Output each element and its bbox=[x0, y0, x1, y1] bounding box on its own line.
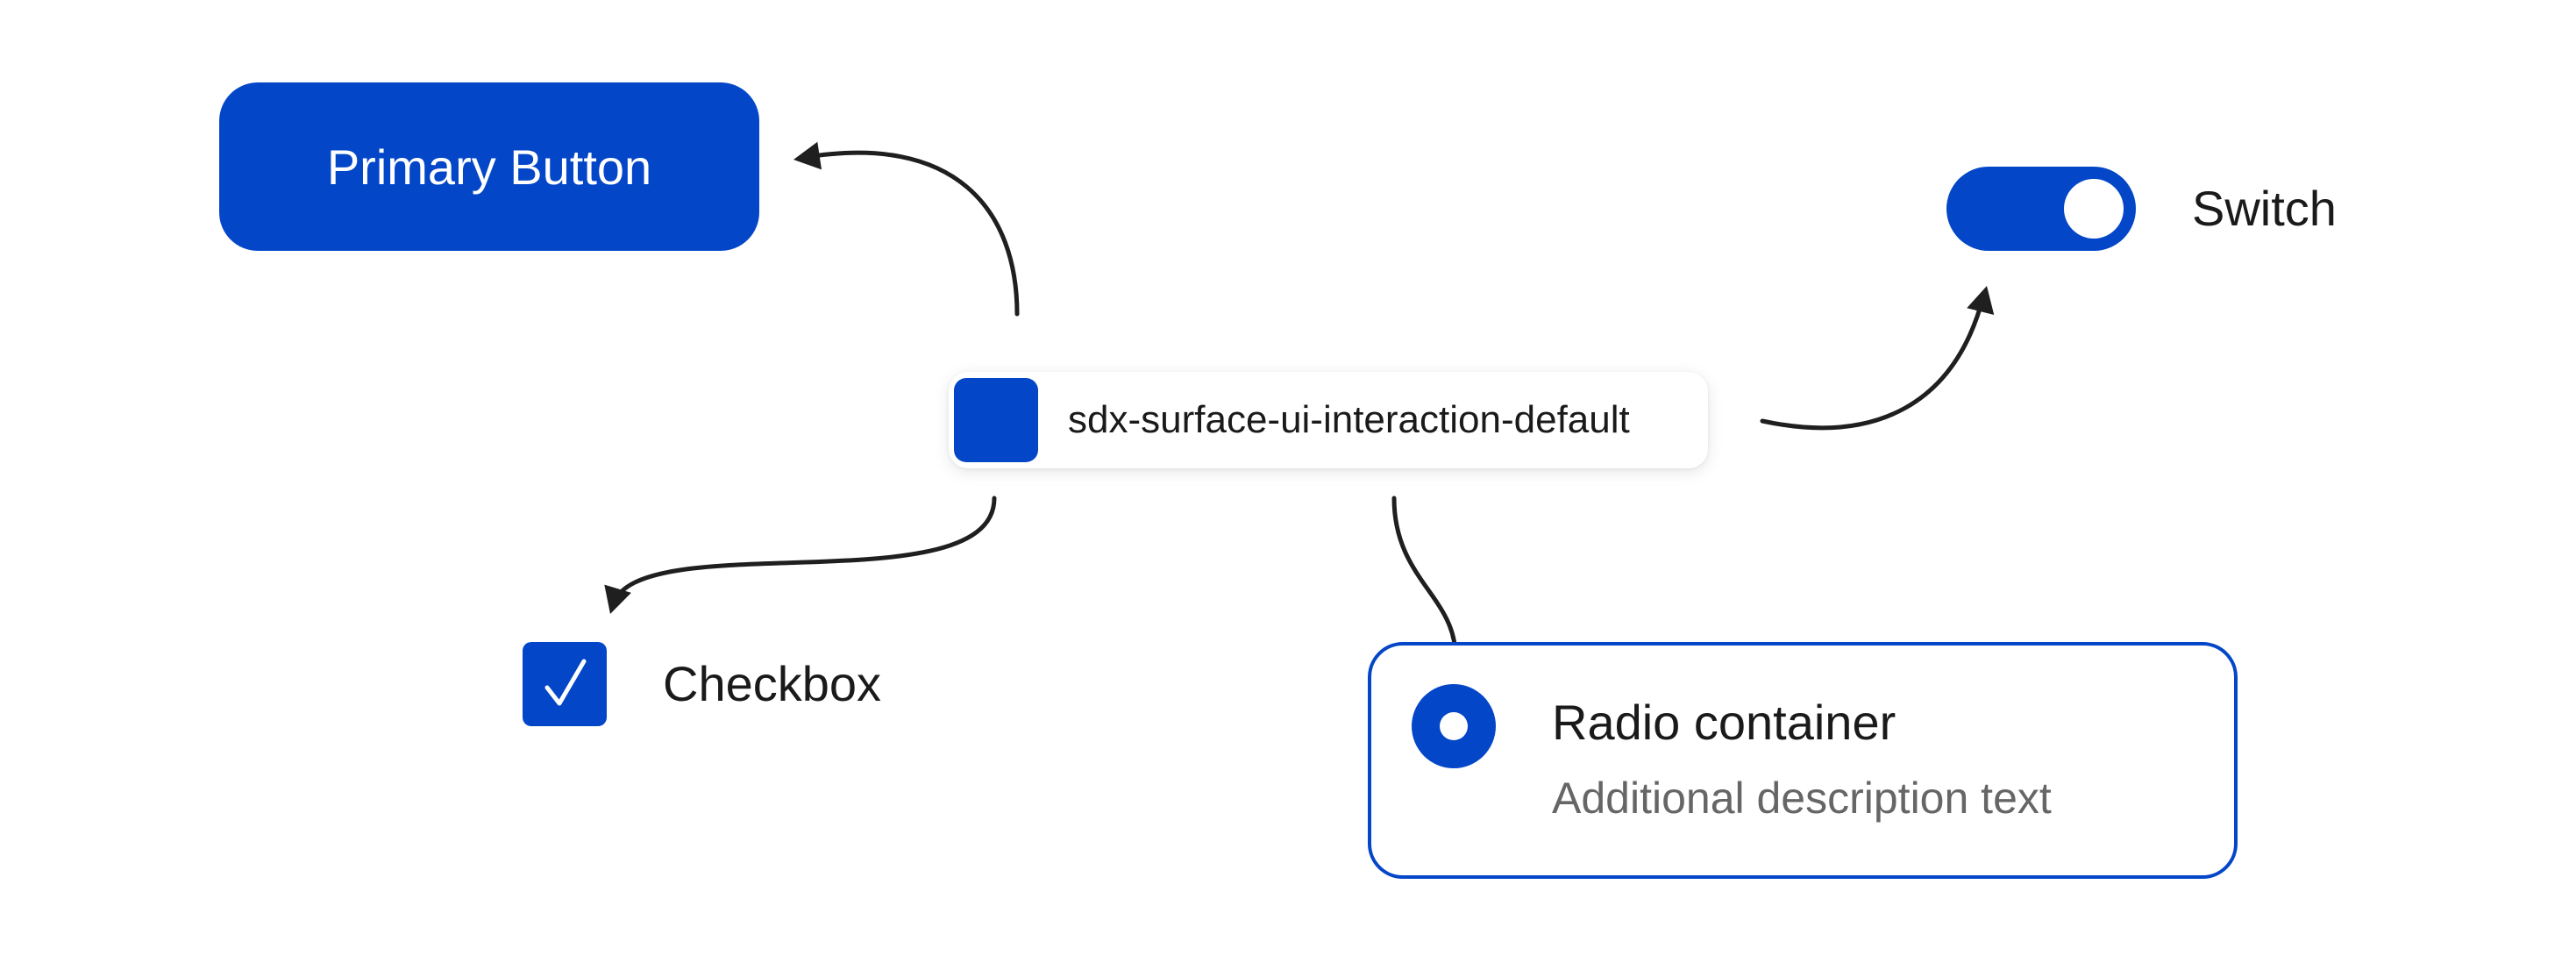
switch-knob bbox=[2064, 179, 2124, 239]
arrow-to-primary-button bbox=[800, 150, 1020, 317]
arrow-to-checkbox-head bbox=[604, 584, 631, 614]
token-name: sdx-surface-ui-interaction-default bbox=[1068, 398, 1630, 441]
arrow-to-switch-head bbox=[1967, 286, 1995, 315]
primary-button[interactable]: Primary Button bbox=[219, 82, 759, 251]
switch-label: Switch bbox=[2192, 181, 2337, 236]
radio-container[interactable]: Radio container Additional description t… bbox=[1368, 642, 2238, 879]
arrow-to-switch bbox=[1760, 294, 1986, 431]
radio-dot bbox=[1440, 712, 1468, 740]
radio-title: Radio container bbox=[1552, 695, 1896, 750]
arrow-to-primary-button-head bbox=[793, 141, 822, 170]
arrow-to-radio bbox=[1391, 496, 1458, 659]
checkbox[interactable] bbox=[523, 642, 607, 726]
token-chip: sdx-surface-ui-interaction-default bbox=[949, 372, 1708, 468]
switch-toggle[interactable] bbox=[1946, 167, 2136, 251]
arrow-to-checkbox bbox=[611, 496, 997, 606]
checkbox-label: Checkbox bbox=[663, 656, 882, 711]
radio-description: Additional description text bbox=[1552, 774, 2052, 823]
checkmark-icon bbox=[544, 659, 587, 706]
radio-button[interactable] bbox=[1412, 684, 1496, 768]
color-swatch bbox=[954, 378, 1038, 462]
